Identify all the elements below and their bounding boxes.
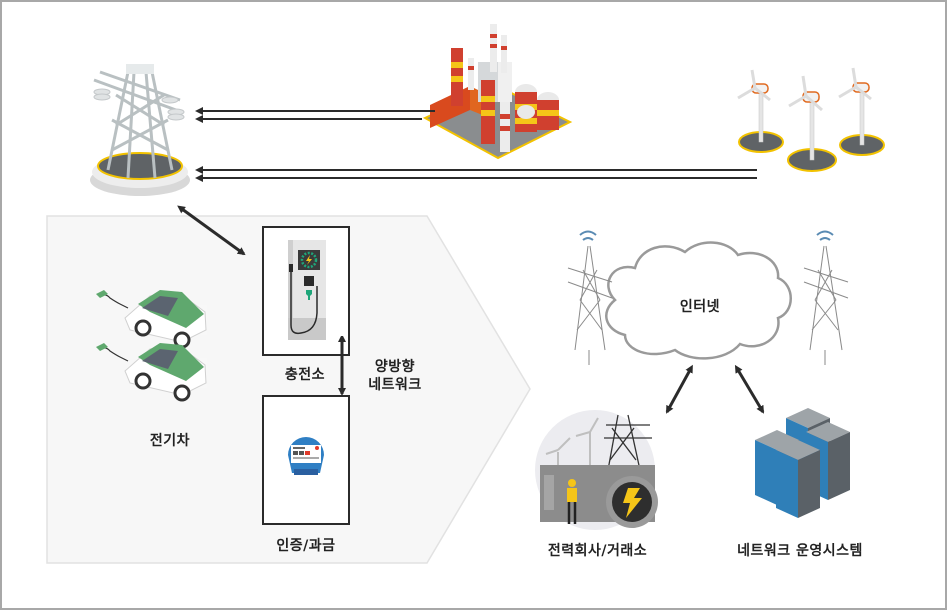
auth-billing-box [262,395,350,525]
charging-station-icon [288,240,326,340]
supply-arrows [195,107,757,182]
comm-tower-right-icon [803,230,849,365]
charging-auth-arrow [338,336,346,396]
tower-charging-arrow [177,205,246,256]
smart-meter-icon [288,436,324,475]
power-plant-icon [422,24,573,160]
power-company-label: 전력회사/거래소 [547,543,648,559]
electric-vehicle-icon [96,290,210,402]
power-company-icon [535,410,658,530]
wind-farm-icon [737,67,885,172]
internet-label: 인터넷 [679,299,721,315]
internet-cloud [605,241,792,360]
bidirectional-network-label-line1: 양방향 [374,359,416,375]
internet-network-ops-arrow [734,364,765,414]
network-ops-servers-icon [755,408,850,518]
internet-power-company-arrow [665,364,693,414]
network-ops-label: 네트워크 운영시스템 [737,543,863,559]
comm-tower-left-icon [567,230,613,365]
charging-station-label: 충전소 [284,367,326,383]
transmission-tower-icon [90,64,190,196]
auth-billing-label: 인증/과금 [276,538,336,554]
electric-vehicle-label: 전기차 [149,433,191,449]
charging-station-box [262,226,350,356]
bidirectional-network-label-line2: 네트워크 [368,377,422,393]
